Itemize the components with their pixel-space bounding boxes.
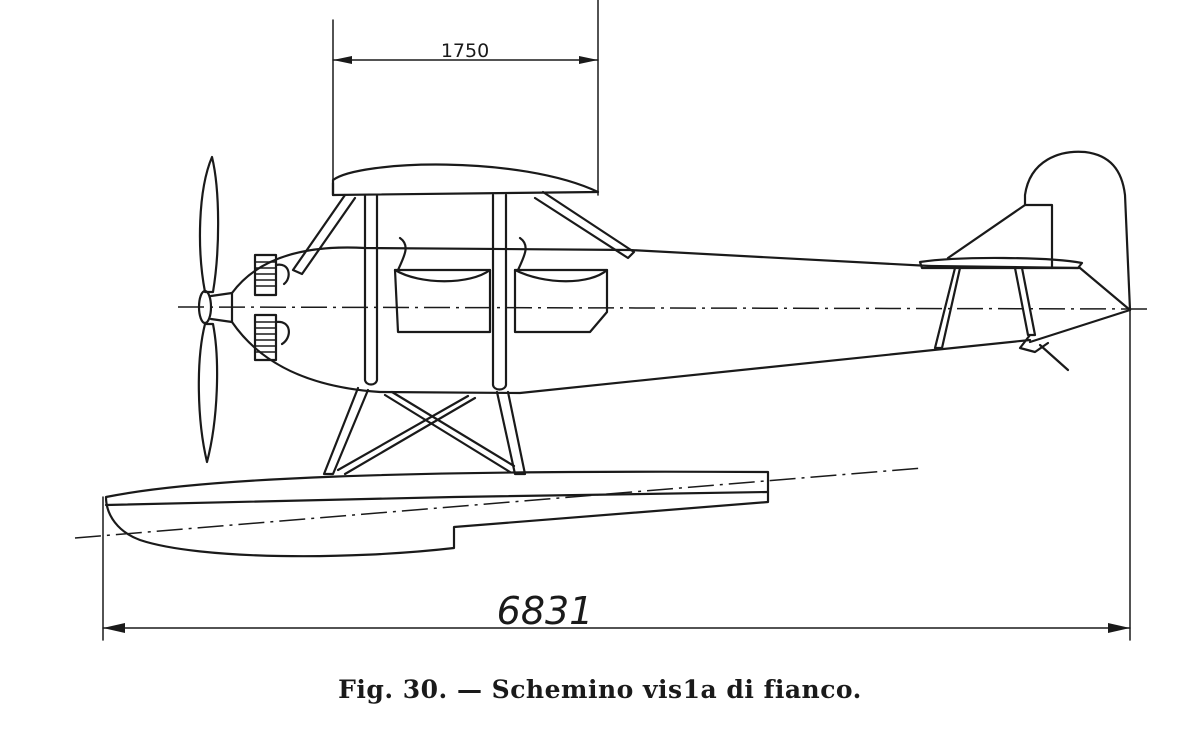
overall-length-dimension: 6831 bbox=[102, 309, 1131, 641]
figure-caption: Fig. 30. — Schemino vis1a di fianco. bbox=[338, 675, 862, 704]
tail-unit bbox=[918, 150, 1132, 372]
fuselage-centerline bbox=[177, 306, 1151, 310]
fuselage bbox=[230, 236, 1132, 395]
upper-wing bbox=[331, 163, 600, 197]
wing-chord-dimension: 1750 bbox=[332, 0, 599, 196]
seaplane-side-view-drawing: 1750 bbox=[74, 0, 1151, 641]
float-centerline bbox=[74, 467, 923, 539]
wing-chord-label: 1750 bbox=[441, 40, 489, 62]
float bbox=[74, 467, 923, 558]
float-struts bbox=[322, 386, 527, 476]
propeller bbox=[197, 155, 234, 464]
engine-cylinders bbox=[253, 253, 290, 362]
wing-struts bbox=[291, 190, 636, 391]
overall-length-label: 6831 bbox=[497, 589, 594, 633]
